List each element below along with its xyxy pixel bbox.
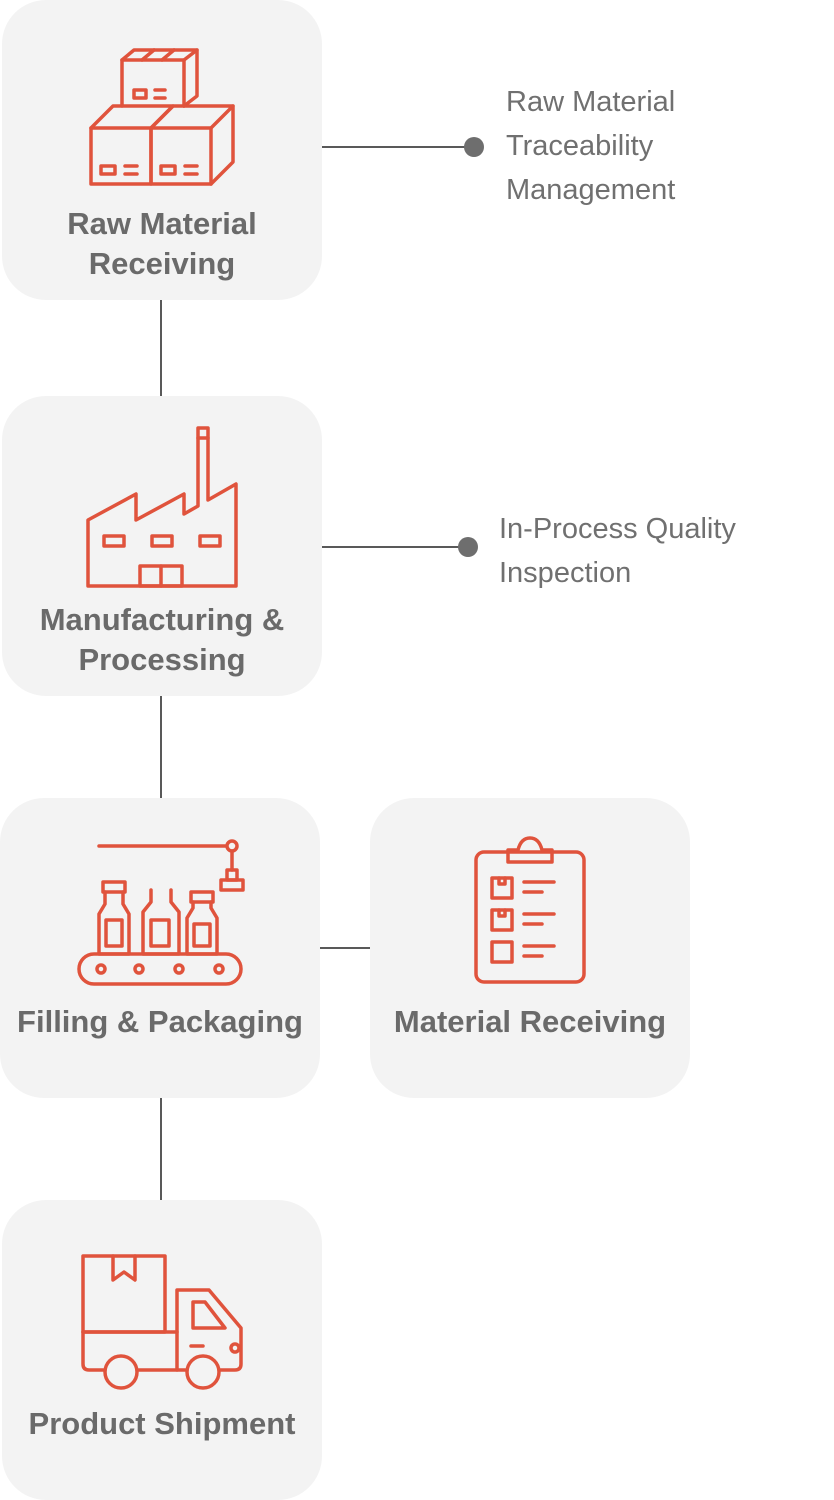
step-label: Filling & Packaging — [17, 1004, 303, 1039]
annotation-dot-1 — [464, 137, 484, 157]
bottling-line-icon — [77, 839, 245, 986]
annotation-line: In-Process Quality — [499, 513, 736, 545]
step-card-filling-packaging: Filling & Packaging — [0, 798, 320, 1098]
annotation-line: Inspection — [499, 557, 632, 589]
annotation-line: Management — [506, 174, 676, 206]
step-label: Raw Material Receiving — [67, 206, 257, 281]
connector-annotation-2 — [322, 546, 468, 548]
annotation-dot-2 — [458, 537, 478, 557]
truck-icon — [81, 1254, 243, 1390]
connector-line-2 — [160, 694, 162, 800]
clipboard-checklist-icon — [474, 836, 586, 984]
connector-line-1 — [160, 298, 162, 398]
annotation-line: Traceability — [506, 130, 654, 162]
factory-icon — [86, 426, 238, 588]
annotation-raw-material-traceability: Raw Material Traceability Management — [506, 80, 675, 212]
annotation-in-process-quality: In-Process Quality Inspection — [499, 507, 736, 595]
connector-annotation-1 — [322, 146, 474, 148]
annotation-line: Raw Material — [506, 86, 676, 118]
side-card-label: Material Receiving — [393, 1004, 667, 1039]
connector-side-card — [320, 947, 372, 949]
boxes-icon — [89, 48, 235, 186]
step-card-raw-material-receiving: Raw Material Receiving — [2, 0, 322, 300]
step-card-product-shipment: Product Shipment — [2, 1200, 322, 1500]
step-card-manufacturing-processing: Manufacturing & Processing — [2, 396, 322, 696]
connector-line-3 — [160, 1096, 162, 1202]
step-label: Manufacturing & Processing — [39, 602, 285, 677]
step-label: Product Shipment — [28, 1406, 296, 1441]
side-card-material-receiving: Material Receiving — [370, 798, 690, 1098]
